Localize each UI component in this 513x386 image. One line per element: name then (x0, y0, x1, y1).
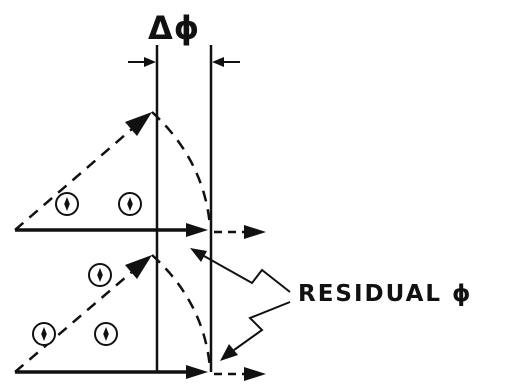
lower-dashed-vector (14, 264, 141, 373)
compass-needle-icon (118, 192, 142, 216)
upper-dashed-arc (151, 111, 212, 227)
residual-leader-upper (190, 248, 291, 293)
residual-leader-lower (220, 301, 291, 361)
lower-dashed-arc (151, 254, 212, 369)
upper-dashed-vector (14, 121, 141, 231)
compass-needle-icon (94, 322, 118, 346)
delta-phi-right-arrow (212, 57, 240, 67)
delta-phi-label: Δϕ (148, 9, 201, 47)
lower-vector-group (14, 254, 266, 381)
upper-dashed-vector-arrowhead (125, 112, 152, 136)
lower-residual-arrowhead (244, 367, 266, 381)
lower-dashed-vector-arrowhead (125, 255, 152, 279)
compass-needle-icon (88, 263, 112, 287)
upper-vector-group (14, 111, 266, 239)
compass-needle-icon (32, 322, 56, 346)
residual-flux-label: RESIDUAL ϕ (298, 281, 473, 307)
lower-solid-vector-arrowhead (186, 365, 208, 379)
upper-residual-arrowhead (244, 225, 266, 239)
delta-phi-left-arrow (128, 57, 156, 67)
upper-solid-vector-arrowhead (186, 223, 208, 237)
compass-needle-icon (55, 192, 79, 216)
